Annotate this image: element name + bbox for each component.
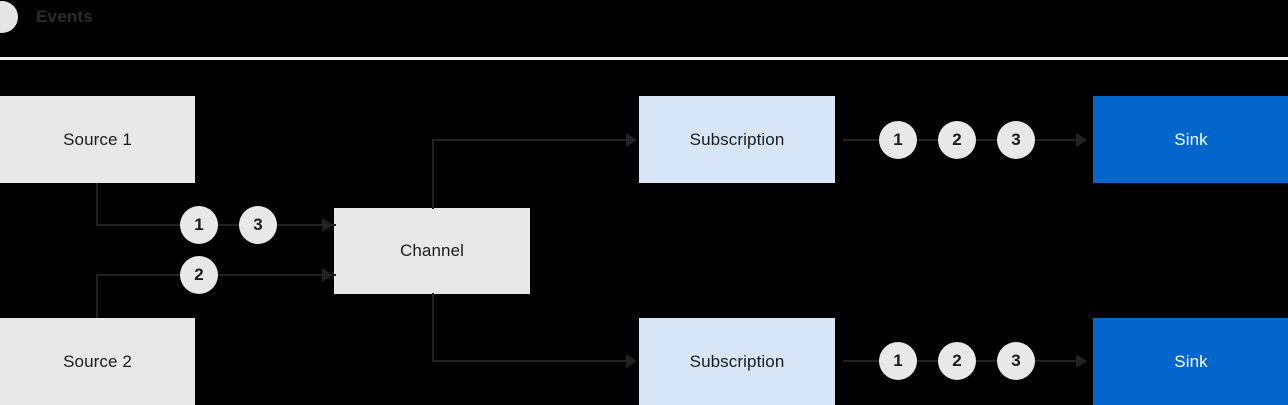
node-channel[interactable]: Channel — [334, 208, 530, 294]
legend: Events — [0, 0, 93, 34]
connector-source1-vertical — [96, 183, 98, 226]
event-chip-egress-top-3: 3 — [997, 121, 1035, 159]
node-label: Sink — [1174, 351, 1208, 371]
node-label: Sink — [1174, 129, 1208, 149]
event-chip-ingress-1: 1 — [180, 206, 218, 244]
connector-source2-vertical — [96, 274, 98, 318]
node-source-1[interactable]: Source 1 — [0, 96, 195, 183]
event-chip-ingress-2: 2 — [180, 256, 218, 294]
event-chip-number: 2 — [952, 351, 962, 370]
node-subscription-bottom[interactable]: Subscription — [639, 318, 835, 405]
arrow-into-channel-bottom — [322, 268, 333, 282]
node-subscription-top[interactable]: Subscription — [639, 96, 835, 183]
event-chip-number: 2 — [952, 130, 962, 149]
event-chip-egress-bottom-3: 3 — [997, 342, 1035, 380]
arrow-into-subscription-bottom — [626, 354, 637, 368]
event-chip-number: 3 — [1011, 351, 1021, 370]
event-chip-egress-top-1: 1 — [879, 121, 917, 159]
arrow-into-subscription-top — [626, 133, 637, 147]
node-label: Subscription — [689, 129, 785, 149]
event-chip-egress-top-2: 2 — [938, 121, 976, 159]
event-chip-number: 1 — [194, 215, 204, 234]
node-label: Source 2 — [63, 351, 132, 371]
node-label: Source 1 — [63, 129, 132, 149]
event-chip-number: 3 — [253, 215, 263, 234]
event-chip-number: 2 — [194, 265, 204, 284]
connector-channel-up-vertical — [432, 139, 434, 209]
connector-channel-down-vertical — [432, 293, 434, 362]
node-source-2[interactable]: Source 2 — [0, 318, 195, 405]
node-sink-bottom[interactable]: Sink — [1093, 318, 1288, 405]
header-divider — [0, 57, 1288, 60]
connector-channel-to-subscription-top — [432, 139, 628, 141]
connector-channel-to-subscription-bottom — [432, 360, 628, 362]
node-label: Channel — [399, 241, 465, 260]
node-label: Subscription — [689, 351, 785, 371]
node-sink-top[interactable]: Sink — [1093, 96, 1288, 183]
event-chip-number: 1 — [893, 351, 903, 370]
event-chip-number: 1 — [893, 130, 903, 149]
event-chip-ingress-3: 3 — [239, 206, 277, 244]
legend-label: Events — [36, 7, 93, 26]
event-chip-number: 3 — [1011, 130, 1021, 149]
arrow-into-sink-top — [1076, 133, 1087, 147]
arrow-into-sink-bottom — [1076, 354, 1087, 368]
event-chip-egress-bottom-2: 2 — [938, 342, 976, 380]
arrow-into-channel-top — [322, 218, 333, 232]
event-chip-egress-bottom-1: 1 — [879, 342, 917, 380]
event-circle-icon — [0, 1, 18, 33]
